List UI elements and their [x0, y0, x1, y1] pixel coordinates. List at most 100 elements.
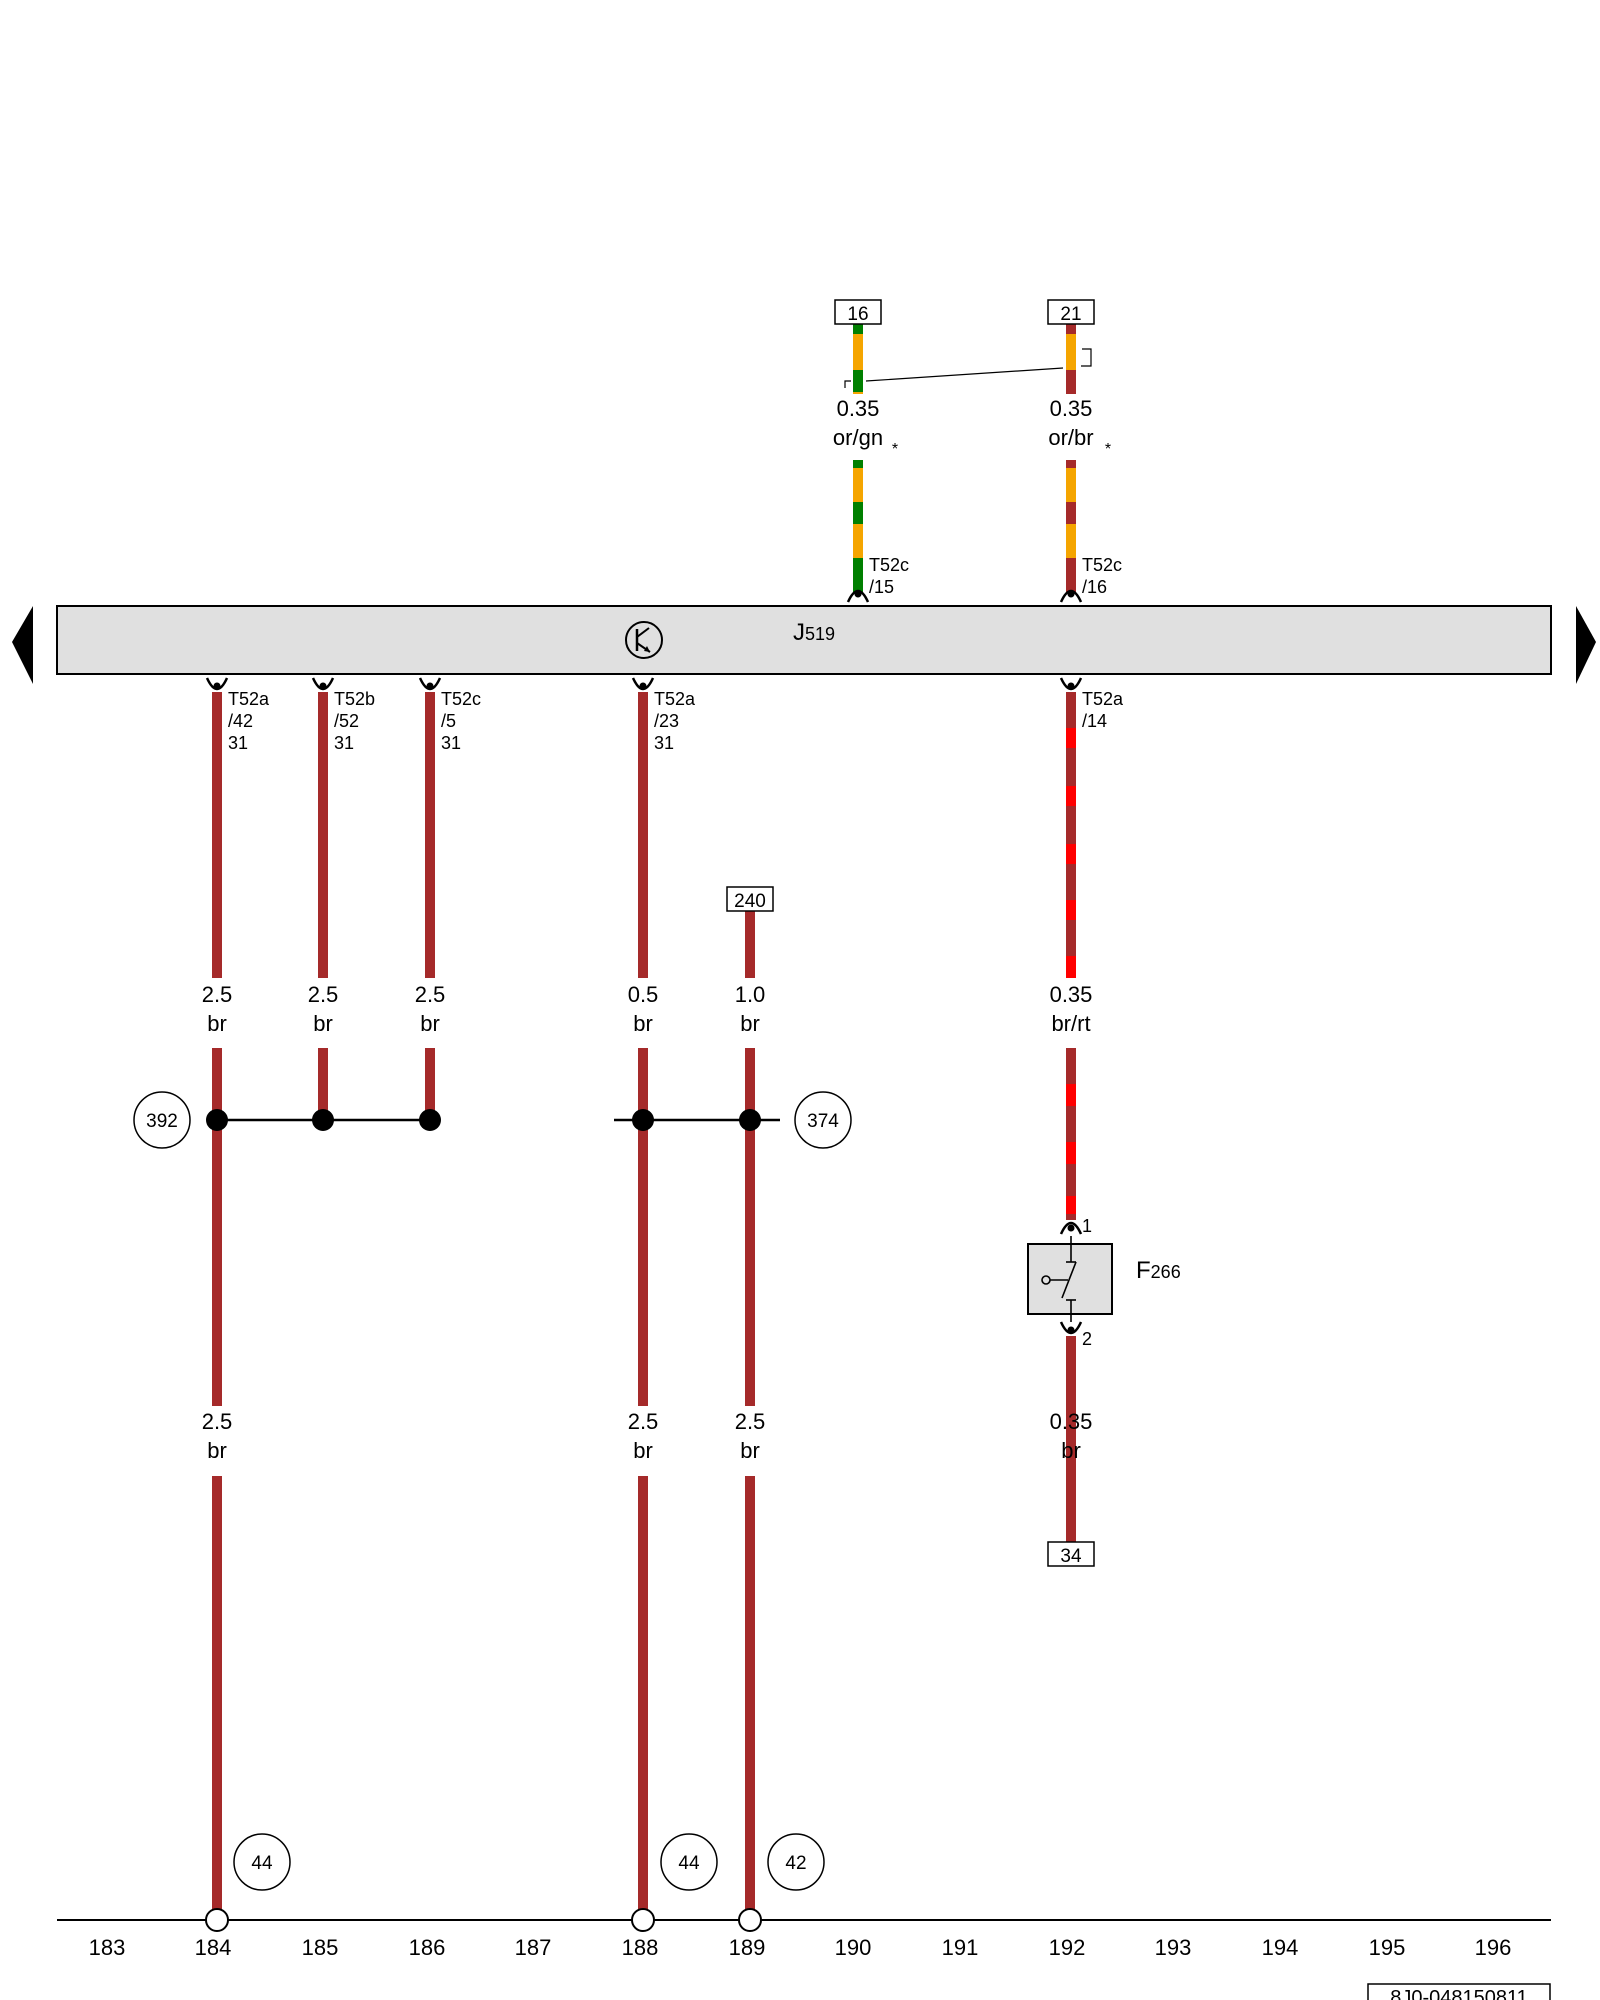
grid-number: 185	[302, 1935, 339, 1960]
wire-label-size: 0.35	[1050, 982, 1093, 1007]
wire-label-mark: *	[1105, 441, 1111, 458]
ref-box-16[interactable]: 16	[834, 299, 882, 325]
twisted-pair-marker	[844, 348, 1092, 388]
grid-number: 193	[1155, 1935, 1192, 1960]
control-unit-label-sub: 519	[805, 624, 835, 644]
connector-t52c-16: T52c /16	[1059, 555, 1122, 603]
wire-label-color: br	[633, 1438, 653, 1463]
connector-t52c-5: T52c /5 31	[418, 677, 481, 753]
svg-text:42: 42	[785, 1853, 806, 1874]
wire-label-color: br	[740, 1438, 760, 1463]
switch-label: F266	[1136, 1257, 1181, 1284]
svg-text:/16: /16	[1082, 577, 1107, 597]
junction-label-392[interactable]: 392	[133, 1091, 191, 1149]
ground-label-42[interactable]: 42	[767, 1833, 825, 1891]
ref-box-240[interactable]: 240	[726, 886, 774, 912]
document-code: 8J0-048150811	[1367, 1983, 1551, 2000]
svg-text:31: 31	[334, 733, 354, 753]
svg-text:31: 31	[654, 733, 674, 753]
brown-wires-junction-drops	[318, 1048, 435, 1120]
wire-label-color: or/br	[1048, 425, 1093, 450]
transistor-icon	[625, 621, 663, 659]
svg-text:374: 374	[807, 1111, 839, 1132]
wire-label-size: 0.35	[1050, 396, 1093, 421]
svg-text:2: 2	[1082, 1329, 1092, 1349]
brown-wires-lower	[212, 1048, 1076, 1912]
wire-label-color: br	[1061, 1438, 1081, 1463]
svg-text:44: 44	[678, 1853, 700, 1874]
ground-point	[631, 1908, 655, 1932]
svg-text:31: 31	[441, 733, 461, 753]
junction-dot	[632, 1109, 654, 1131]
grid-number: 196	[1475, 1935, 1512, 1960]
switch-icon	[1041, 1236, 1077, 1322]
switch-label-sub: 266	[1151, 1262, 1181, 1282]
ref-box-34[interactable]: 34	[1047, 1541, 1095, 1567]
grid-number: 191	[942, 1935, 979, 1960]
grid-number: 190	[835, 1935, 872, 1960]
ref-box-21[interactable]: 21	[1047, 299, 1095, 325]
grid-number: 194	[1262, 1935, 1299, 1960]
control-unit-label: J519	[793, 619, 835, 646]
ground-label-44[interactable]: 44	[660, 1833, 718, 1891]
svg-text:T52c: T52c	[441, 689, 481, 709]
svg-text:T52a: T52a	[228, 689, 270, 709]
svg-text:1: 1	[1082, 1216, 1092, 1236]
svg-text:240: 240	[734, 891, 766, 912]
control-unit-label-main: J	[793, 619, 805, 646]
wire-or-br	[1066, 324, 1076, 592]
svg-text:21: 21	[1060, 304, 1081, 325]
svg-text:/23: /23	[654, 711, 679, 731]
svg-text:T52c: T52c	[869, 555, 909, 575]
svg-text:/52: /52	[334, 711, 359, 731]
brown-wires-upper	[212, 692, 755, 978]
prev-page-arrow-icon[interactable]	[12, 606, 33, 684]
svg-text:T52b: T52b	[334, 689, 375, 709]
wire-label-size: 0.35	[837, 396, 880, 421]
ground-label-44[interactable]: 44	[233, 1833, 291, 1891]
wire-label-size: 2.5	[308, 982, 339, 1007]
junction-dot	[312, 1109, 334, 1131]
wire-label-size: 2.5	[628, 1409, 659, 1434]
wire-label-color: br	[633, 1011, 653, 1036]
wire-label-color: br	[207, 1011, 227, 1036]
wire-label-size: 2.5	[735, 1409, 766, 1434]
grid-number: 189	[729, 1935, 766, 1960]
wire-label-color: br	[313, 1011, 333, 1036]
junction-dot	[739, 1109, 761, 1131]
switch-f266[interactable]: 1 2	[1027, 1216, 1113, 1349]
connector-t52c-15: T52c /15	[846, 555, 909, 603]
wire-label-size: 0.35	[1050, 1409, 1093, 1434]
grid-number: 187	[515, 1935, 552, 1960]
connector-t52a-14: T52a /14	[1059, 677, 1124, 731]
ground-point	[738, 1908, 762, 1932]
junction-dot	[206, 1109, 228, 1131]
wire-label-size: 2.5	[415, 982, 446, 1007]
svg-text:/5: /5	[441, 711, 456, 731]
control-unit-j519[interactable]	[56, 605, 1552, 675]
grid-numbers: 183 184 185 186 187 188 189 190 191 192 …	[89, 1935, 1512, 1960]
wire-label-color: br/rt	[1051, 1011, 1090, 1036]
svg-text:T52a: T52a	[1082, 689, 1124, 709]
grid-number: 192	[1049, 1935, 1086, 1960]
svg-text:/42: /42	[228, 711, 253, 731]
wire-br-rt	[1066, 692, 1076, 1220]
junction-label-374[interactable]: 374	[794, 1091, 852, 1149]
svg-text:/14: /14	[1082, 711, 1107, 731]
wire-label-size: 0.5	[628, 982, 659, 1007]
grid-number: 188	[622, 1935, 659, 1960]
svg-text:T52a: T52a	[654, 689, 696, 709]
grid-number: 186	[409, 1935, 446, 1960]
wire-label-size: 1.0	[735, 982, 766, 1007]
svg-text:8J0-048150811: 8J0-048150811	[1390, 1987, 1528, 2000]
svg-text:/15: /15	[869, 577, 894, 597]
svg-text:T52c: T52c	[1082, 555, 1122, 575]
wire-label-color: br	[420, 1011, 440, 1036]
svg-text:31: 31	[228, 733, 248, 753]
wire-label-size: 2.5	[202, 982, 233, 1007]
grid-number: 184	[195, 1935, 232, 1960]
svg-text:16: 16	[847, 304, 868, 325]
junction-dot	[419, 1109, 441, 1131]
next-page-arrow-icon[interactable]	[1576, 606, 1596, 684]
